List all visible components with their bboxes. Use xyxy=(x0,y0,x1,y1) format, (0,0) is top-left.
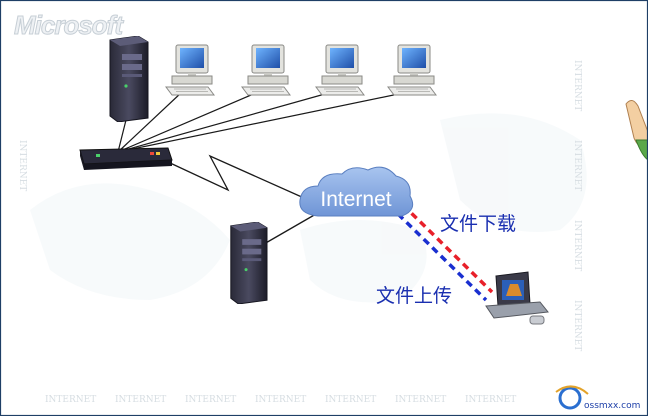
workstation-icon xyxy=(315,44,365,96)
watermark-text: INTERNET xyxy=(572,60,582,111)
watermark-text: INTERNET xyxy=(255,395,306,405)
upload-line xyxy=(396,212,488,302)
watermark-text: INTERNET xyxy=(572,220,582,271)
watermark-text: INTERNET xyxy=(17,140,27,191)
watermark-text: INTERNET xyxy=(395,395,446,405)
microsoft-logo: Microsoft xyxy=(14,10,124,40)
cloud-label: Internet xyxy=(320,188,391,211)
background-watermark xyxy=(30,113,587,303)
laptop-icon xyxy=(485,271,549,325)
server-icon xyxy=(230,222,268,304)
download-line xyxy=(401,203,494,294)
wan-link xyxy=(167,154,305,199)
watermark-text: INTERNET xyxy=(572,300,582,351)
upload-label: 文件上传 xyxy=(376,285,452,307)
watermark-text-group: INTERNET INTERNET INTERNET INTERNET INTE… xyxy=(17,60,582,405)
pointing-hand-icon xyxy=(625,100,648,161)
watermark-text: INTERNET xyxy=(465,395,516,405)
server-link xyxy=(263,213,317,245)
watermark-text: INTERNET xyxy=(325,395,376,405)
lan-connections xyxy=(117,91,409,153)
workstation-icon xyxy=(165,44,215,96)
watermark-text: INTERNET xyxy=(45,395,96,405)
site-credit: ossmxx.com xyxy=(584,401,640,411)
server-icon xyxy=(109,36,149,122)
watermark-text: INTERNET xyxy=(185,395,236,405)
hub-icon xyxy=(79,147,173,170)
workstation-icon xyxy=(241,44,291,96)
watermark-text: INTERNET xyxy=(572,140,582,191)
download-label: 文件下载 xyxy=(440,213,516,235)
watermark-text: INTERNET xyxy=(115,395,166,405)
internet-cloud: Internet xyxy=(299,166,414,217)
ie-logo-icon xyxy=(555,385,589,410)
workstation-icon xyxy=(387,44,437,96)
